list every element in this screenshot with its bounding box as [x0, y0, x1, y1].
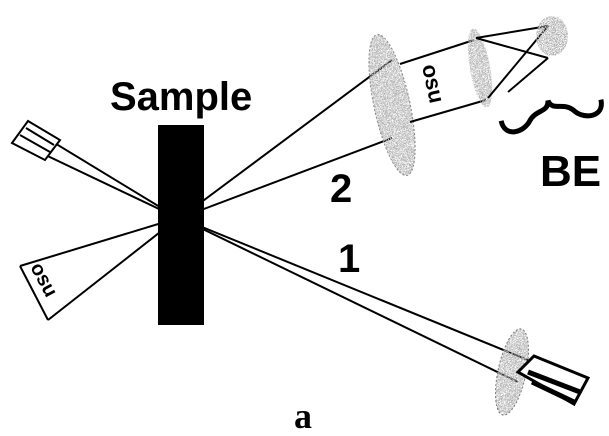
osu-left-label: osu: [26, 259, 62, 301]
lower-right-detector-icon: [515, 354, 591, 407]
upper-right-beam: [179, 59, 393, 219]
osu-upper-box: [399, 39, 487, 123]
endpoint-circle: [536, 16, 568, 56]
panel-label: a: [294, 396, 312, 436]
lower-left-detector: [19, 217, 179, 321]
beam-1-label: 1: [338, 237, 360, 281]
osu-upper-label: osu: [417, 62, 450, 105]
be-brace: [498, 99, 604, 135]
lower-right-beam: [179, 217, 529, 383]
upper-right-lens: [368, 34, 416, 176]
beam-2-label: 2: [330, 167, 352, 211]
be-label: BE: [540, 147, 601, 196]
sample-label: Sample: [110, 75, 252, 119]
second-lens: [467, 28, 493, 108]
upper-left-source-icon: [10, 119, 62, 162]
upper-right-lens-outline: [368, 33, 416, 177]
